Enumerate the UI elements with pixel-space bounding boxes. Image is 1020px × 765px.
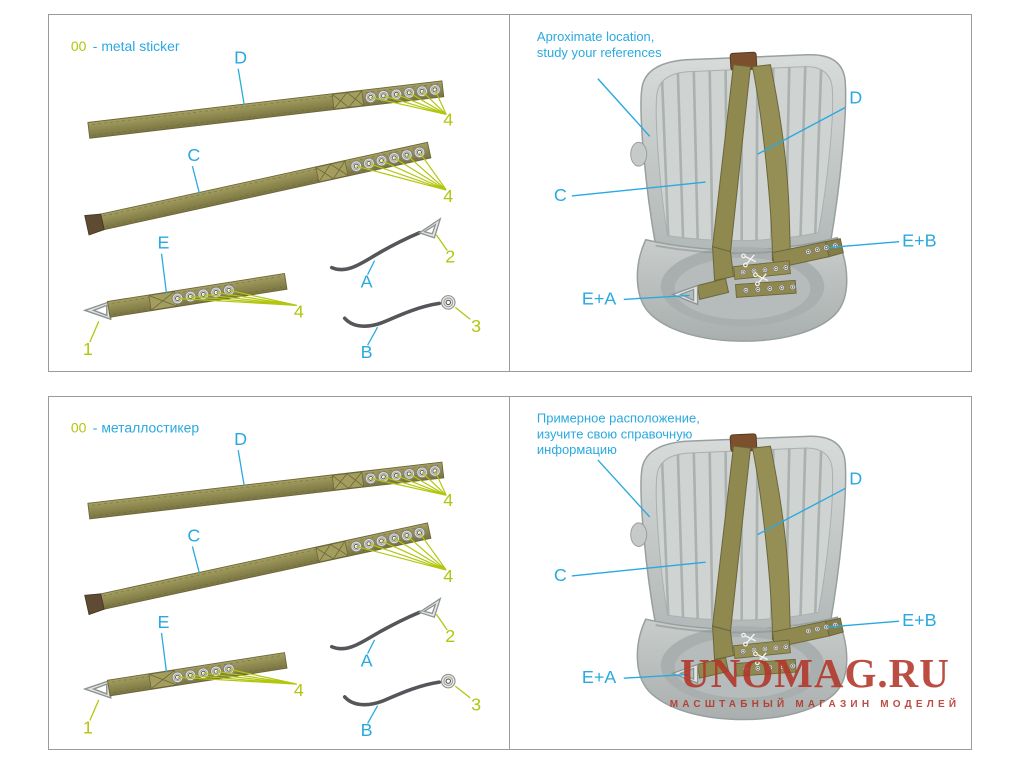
part-label-c: C [187, 526, 200, 546]
part-label-e: E [158, 233, 170, 253]
parts-diagram-panel-ru: 00 - металлостикер D 4 C 4 E 4 A 2 B 3 1 [48, 396, 510, 750]
sheet-title: - metal sticker [93, 38, 180, 54]
part-qty-d: 4 [443, 490, 453, 510]
parts-artwork [85, 450, 470, 723]
seat-location-panel-ru: Примерное расположение, изучите свою спр… [509, 396, 972, 750]
seat-label-c: C [554, 565, 567, 585]
seat-label-ea: E+A [582, 667, 617, 687]
location-note-line1: Примерное расположение, [537, 411, 700, 426]
sheet-title: - металлостикер [93, 419, 200, 435]
seat-label-eb: E+B [902, 610, 936, 630]
seat-label-eb: E+B [902, 231, 936, 251]
part-label-c: C [187, 145, 200, 165]
seat-label-d: D [849, 469, 862, 489]
location-note-line1: Aproximate location, [537, 29, 654, 44]
parts-artwork [85, 69, 470, 345]
part-qty-e: 4 [294, 680, 304, 700]
location-note-line2: study your references [537, 45, 662, 60]
location-note-line3: информацию [537, 442, 617, 457]
part-qty-d: 4 [443, 109, 453, 129]
parts-diagram-panel-en: 00 - metal sticker D 4 C 4 E 4 A 2 B 3 1 [48, 14, 510, 372]
part-label-a: A [361, 271, 373, 291]
sheet-code: 00 [71, 38, 87, 54]
part-label-a: A [361, 651, 373, 671]
part-qty-c: 4 [443, 186, 453, 206]
seat-label-ea: E+A [582, 288, 616, 308]
part-qty-c: 4 [443, 566, 453, 586]
part-qty-hook: 1 [83, 717, 93, 737]
part-qty-a: 2 [445, 626, 455, 646]
part-label-e: E [158, 612, 170, 632]
part-qty-a: 2 [445, 247, 455, 267]
part-qty-e: 4 [294, 301, 304, 321]
part-qty-b: 3 [471, 316, 481, 336]
part-label-b: B [361, 720, 373, 740]
part-qty-hook: 1 [83, 339, 93, 359]
seat-label-c: C [554, 185, 567, 205]
seat-location-panel-en: Aproximate location, study your referenc… [509, 14, 972, 372]
seat-label-d: D [849, 88, 862, 108]
part-label-b: B [361, 342, 373, 362]
part-label-d: D [234, 429, 247, 449]
part-qty-b: 3 [471, 695, 481, 715]
sheet-code: 00 [71, 419, 87, 435]
part-label-d: D [234, 48, 247, 68]
location-note-line2: изучите свою справочную [537, 426, 693, 441]
